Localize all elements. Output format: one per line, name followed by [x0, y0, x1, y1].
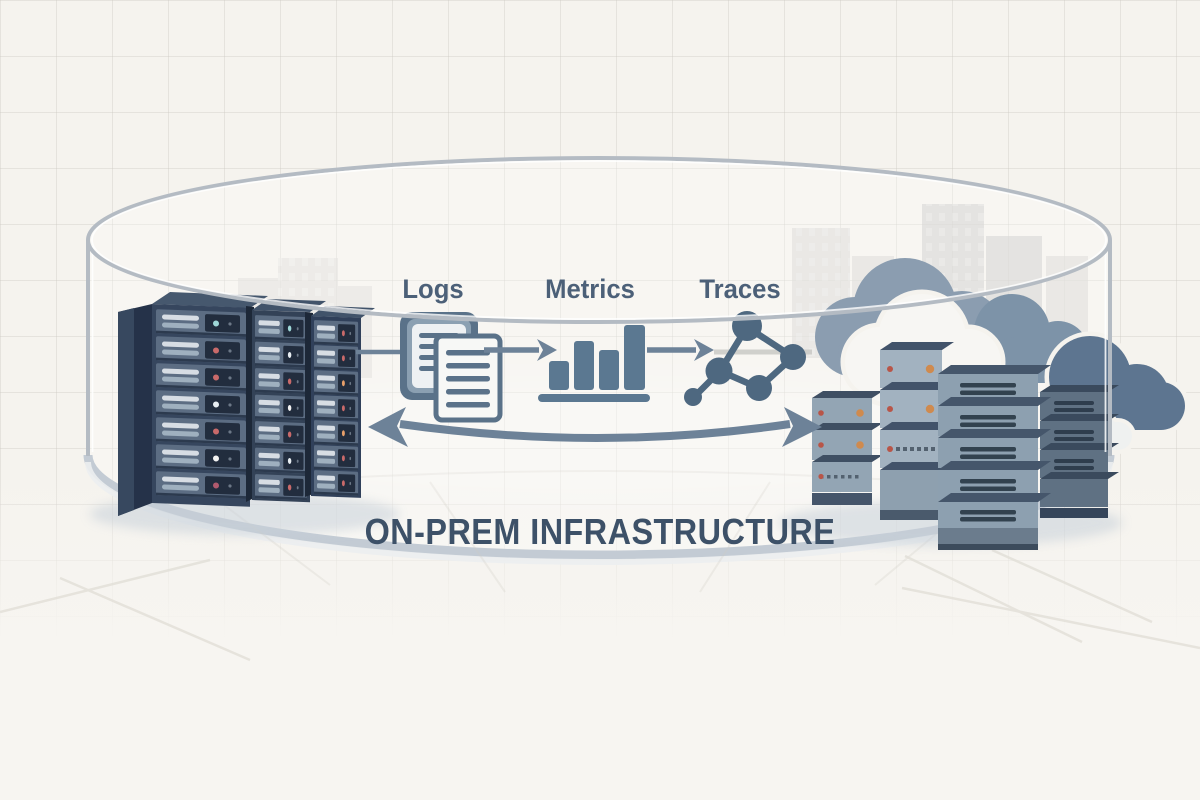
server-stack-middle [880, 342, 954, 520]
cloud-server-stacks [812, 342, 1119, 550]
server-rack-1 [118, 292, 268, 516]
server-rack-group [118, 292, 375, 516]
metrics-bar-chart-icon [538, 325, 650, 402]
server-stack-tall [938, 365, 1051, 550]
glass-cylinder-boundary [86, 156, 1112, 456]
diagram-title: ON-PREM INFRASTRUCTURE [364, 511, 836, 552]
server-stack-left [812, 391, 883, 505]
flow-label-metrics: Metrics [545, 274, 635, 304]
bidirectional-arrow-icon [368, 407, 822, 447]
logs-documents-icon [400, 312, 503, 423]
flow-label-logs: Logs [402, 274, 464, 304]
flow-label-traces: Traces [699, 274, 781, 304]
arrow-logs-to-metrics [484, 339, 557, 361]
server-stack-far-right [1040, 385, 1119, 518]
arrow-metrics-to-traces [647, 339, 714, 361]
